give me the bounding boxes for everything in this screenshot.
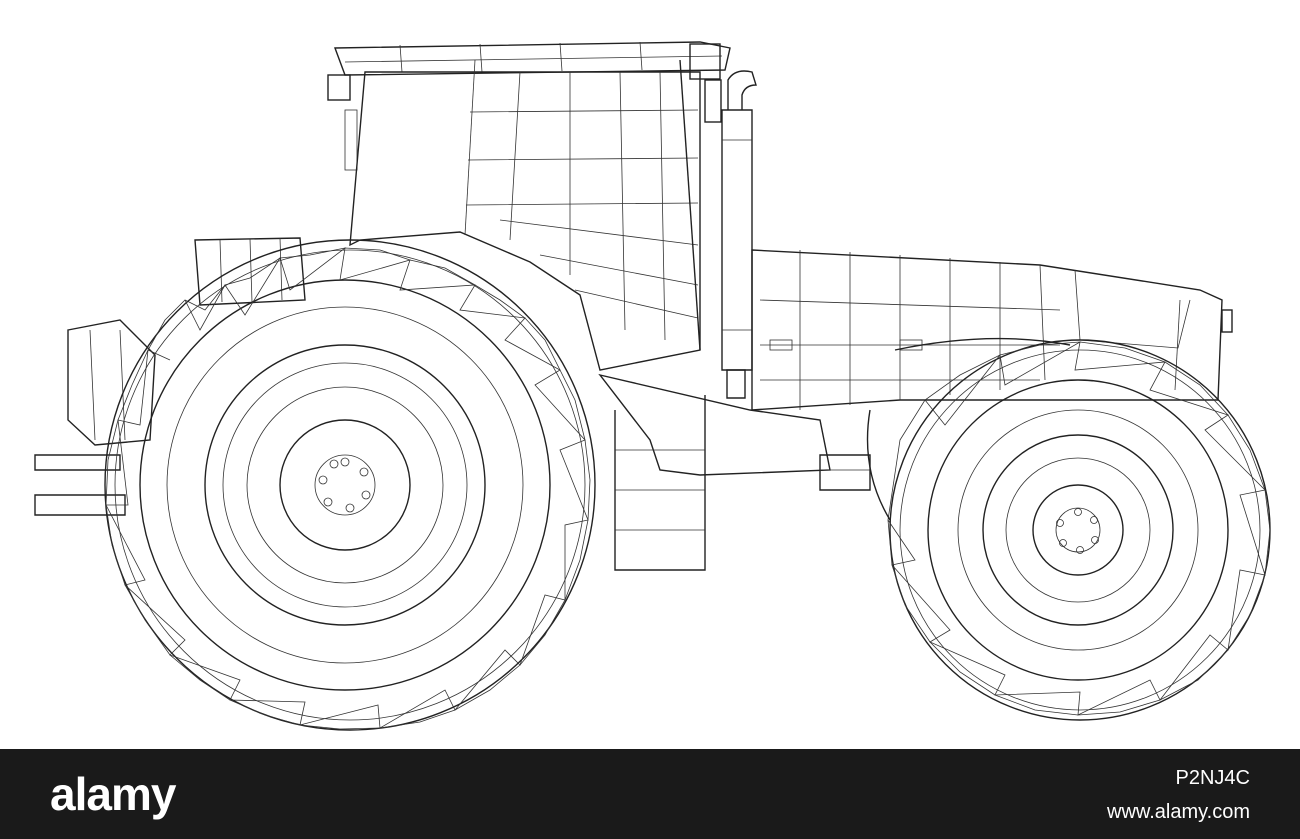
image-id-label: P2NJ4C: [1175, 767, 1250, 789]
front-tire-tread: [887, 341, 1271, 716]
front-wheel: [866, 337, 1271, 721]
chassis-steps: [598, 373, 871, 571]
rear-hitch: [34, 237, 306, 516]
brand-logo: alamy: [50, 768, 176, 820]
rear-wheel-bolts: [318, 457, 371, 513]
exhaust-pipe: [721, 70, 757, 399]
cab: [349, 59, 701, 371]
site-url-label: www.alamy.com: [1107, 801, 1250, 823]
hood: [751, 249, 1233, 411]
front-wheel-bolts: [1056, 508, 1099, 554]
cab-lights: [327, 43, 722, 171]
cab-roof: [334, 41, 731, 76]
watermark-footer: alamy P2NJ4C www.alamy.com: [0, 749, 1300, 839]
tractor-drawing: [34, 41, 1271, 731]
tractor-wireframe-illustration: [34, 41, 1271, 731]
rear-tire-tread: [105, 247, 591, 730]
rear-wheel: [104, 239, 596, 731]
